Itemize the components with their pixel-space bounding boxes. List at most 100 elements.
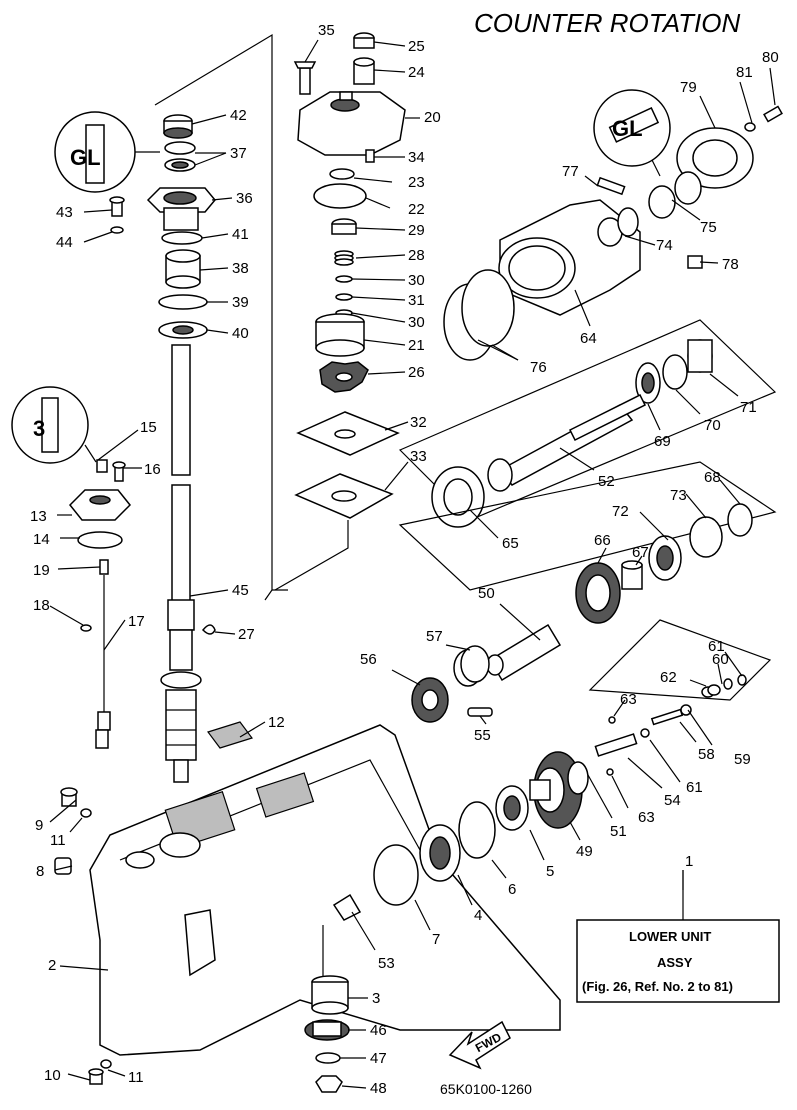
callout-12: 12 <box>268 714 285 731</box>
diagram-code: 65K0100-1260 <box>440 1081 532 1097</box>
callout-66: 66 <box>594 532 611 549</box>
part-48-nut <box>315 1075 343 1093</box>
plunger-group-outline <box>588 619 772 701</box>
callout-64: 64 <box>580 330 597 347</box>
part-74-bearing <box>617 207 639 237</box>
callout-80: 80 <box>762 49 779 66</box>
callout-3: 3 <box>372 990 380 1007</box>
callout-39: 39 <box>232 294 249 311</box>
callout-14: 14 <box>33 531 50 548</box>
callout-42: 42 <box>230 107 247 124</box>
callout-74: 74 <box>656 237 673 254</box>
leader-15-icon <box>84 444 97 463</box>
callout-32: 32 <box>410 414 427 431</box>
callout-37: 37 <box>230 145 247 162</box>
callout-76: 76 <box>530 359 547 376</box>
callout-79: 79 <box>680 79 697 96</box>
callout-71: 71 <box>740 399 757 416</box>
oil-tube-icon: 3 <box>11 386 89 464</box>
assembly-line1: LOWER UNIT <box>629 929 711 944</box>
callout-63-upper: 63 <box>620 691 637 708</box>
part-51-shim <box>567 761 589 795</box>
part-41-o-ring <box>161 231 203 245</box>
callout-60: 60 <box>712 651 729 668</box>
callout-78: 78 <box>722 256 739 273</box>
part-2-lower-case <box>89 724 561 1056</box>
callout-38: 38 <box>232 260 249 277</box>
part-10-plug <box>88 1068 104 1085</box>
part-73-thrust-washer <box>689 516 723 558</box>
assembly-line3: (Fig. 26, Ref. No. 2 to 81) <box>582 979 733 994</box>
callout-56: 56 <box>360 651 377 668</box>
callout-26: 26 <box>408 364 425 381</box>
callout-4: 4 <box>474 907 482 924</box>
leader-75-icon <box>651 159 661 177</box>
part-79-cap <box>676 127 754 189</box>
callout-36: 36 <box>236 190 253 207</box>
callout-73: 73 <box>670 487 687 504</box>
callout-33: 33 <box>410 448 427 465</box>
part-39-washer <box>158 294 208 310</box>
part-45-drive-shaft <box>160 344 202 783</box>
part-81-washer <box>744 122 756 132</box>
callout-22: 22 <box>408 201 425 218</box>
part-13-shift-rod-housing <box>68 489 132 521</box>
callout-35: 35 <box>318 22 335 39</box>
part-54-shift-plunger <box>594 733 638 757</box>
part-80-bolt <box>763 105 783 123</box>
part-55-cross-pin <box>467 707 493 717</box>
callout-23: 23 <box>408 174 425 191</box>
callout-77: 77 <box>562 163 579 180</box>
part-23-o-ring <box>329 168 355 180</box>
callout-15: 15 <box>140 419 157 436</box>
part-61-ball-upper <box>737 674 747 686</box>
part-29-seal <box>331 218 357 235</box>
part-34-dowel-pin <box>365 149 375 163</box>
part-77-bolt <box>596 176 626 196</box>
callout-40: 40 <box>232 325 249 342</box>
callout-44: 44 <box>56 234 73 251</box>
part-66-reverse-gear <box>575 562 621 624</box>
part-12-anode <box>207 721 253 749</box>
part-38-needle-bearing <box>165 249 201 289</box>
part-62-spring <box>701 684 721 698</box>
callout-62: 62 <box>660 669 677 686</box>
part-65-bearing-outer-race <box>431 466 485 528</box>
callout-1: 1 <box>685 853 693 870</box>
callout-81: 81 <box>736 64 753 81</box>
part-47-shim <box>315 1052 341 1064</box>
callout-65: 65 <box>502 535 519 552</box>
part-76-o-rings <box>443 269 515 361</box>
part-57-spring <box>453 645 490 687</box>
callout-49: 49 <box>576 843 593 860</box>
part-40-sleeve <box>158 321 208 339</box>
callout-2: 2 <box>48 957 56 974</box>
part-59-ball <box>680 704 692 716</box>
callout-52: 52 <box>598 473 615 490</box>
callout-46: 46 <box>370 1022 387 1039</box>
svg-text:3: 3 <box>33 416 45 441</box>
svg-text:GL: GL <box>70 145 101 170</box>
callout-63-lower: 63 <box>638 809 655 826</box>
part-68-shim <box>727 503 753 537</box>
callout-58: 58 <box>698 746 715 763</box>
part-43-bolt <box>109 196 125 217</box>
callout-51: 51 <box>610 823 627 840</box>
part-60-ball <box>723 678 733 690</box>
part-61-ball-lower <box>640 728 650 738</box>
callout-17: 17 <box>128 613 145 630</box>
lower-unit-assembly-box: LOWER UNIT ASSY (Fig. 26, Ref. No. 2 to … <box>576 870 780 1003</box>
svg-text:GL: GL <box>612 116 643 141</box>
part-71-needle-bearing <box>687 339 713 373</box>
callout-41: 41 <box>232 226 249 243</box>
callout-7: 7 <box>432 931 440 948</box>
part-67-needle-bearing <box>621 560 643 590</box>
callout-59: 59 <box>734 751 751 768</box>
part-16-bolt <box>112 461 126 482</box>
callout-8: 8 <box>36 863 44 880</box>
shaft-group-bracket <box>154 33 288 591</box>
part-37-oil-seals <box>164 141 196 172</box>
grease-tube-icon: GL <box>54 111 136 193</box>
